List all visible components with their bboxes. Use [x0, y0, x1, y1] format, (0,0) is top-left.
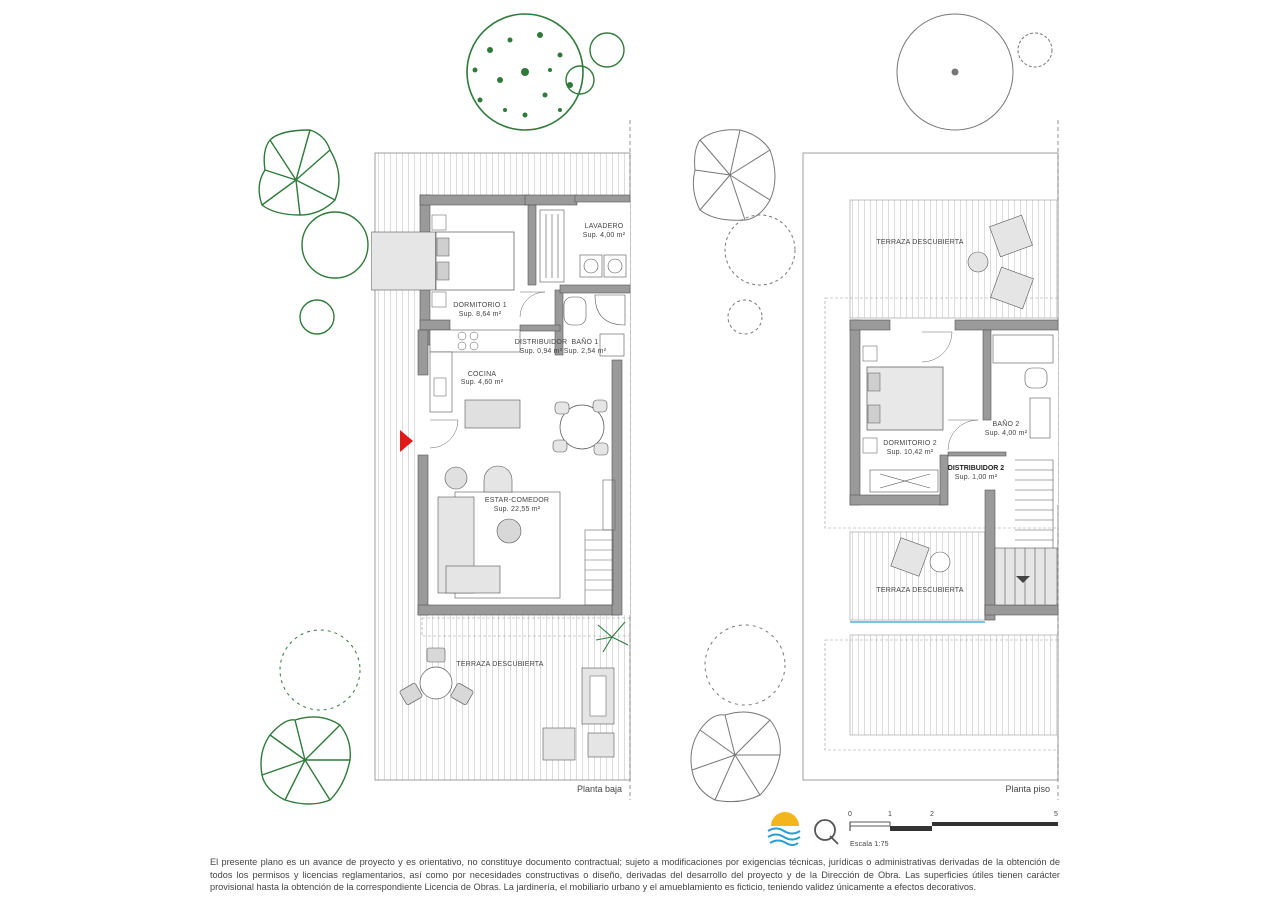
room-area-distribuidor: Sup. 0,94 m² [520, 348, 563, 355]
scale-tick-0: 0 [848, 811, 852, 818]
scale-tick-1: 1 [888, 811, 892, 818]
room-name-estar-comedor: ESTAR-COMEDOR [485, 497, 549, 504]
scale-tick-5: 5 [1054, 811, 1058, 818]
upper-floor-plan [802, 120, 1059, 800]
sun-sea-logo [767, 812, 801, 846]
palm-tree-icon [690, 711, 781, 803]
caption-planta-baja: Planta baja [577, 784, 622, 794]
q-logo [814, 819, 839, 845]
room-name-dormitorio-2: DORMITORIO 2 [883, 440, 937, 447]
upper-floor-walls [849, 319, 1059, 621]
room-area-lavadero: Sup. 4,00 m² [583, 232, 626, 239]
room-area-dormitorio-2: Sup. 10,42 m² [887, 449, 934, 456]
room-name-bano-1: BAÑO 1 [572, 337, 599, 346]
room-area-estar-comedor: Sup. 22,55 m² [494, 506, 541, 513]
terrace-label-ground: TERRAZA DESCUBIERTA [456, 661, 543, 668]
scale-tick-2: 2 [930, 811, 934, 818]
grey-trees-decoration [690, 13, 1053, 803]
palm-tree-icon [258, 129, 340, 216]
green-trees-decoration [258, 13, 629, 805]
room-area-bano-1: Sup. 2,54 m² [564, 348, 607, 355]
ground-floor-walls [417, 194, 631, 616]
palm-tree-icon [260, 716, 351, 805]
palm-tree-icon [692, 129, 776, 221]
ground-floor-plan [371, 120, 631, 800]
terrace-label-upper-bottom: TERRAZA DESCUBIERTA [876, 587, 963, 594]
room-name-distribuidor: DISTRIBUIDOR [515, 339, 568, 346]
room-area-bano-2: Sup. 4,00 m² [985, 430, 1028, 437]
room-name-bano-2: BAÑO 2 [993, 419, 1020, 428]
room-name-cocina: COCINA [468, 371, 497, 378]
palm-tree-icon [595, 621, 629, 653]
caption-planta-piso: Planta piso [1005, 784, 1050, 794]
room-name-lavadero: LAVADERO [585, 223, 624, 230]
ground-floor-labels: DORMITORIO 1 Sup. 8,64 m² LAVADERO Sup. … [453, 223, 626, 794]
room-name-distribuidor-2: DISTRIBUIDOR 2 [948, 465, 1005, 472]
room-area-cocina: Sup. 4,60 m² [461, 379, 504, 386]
disclaimer-text: El presente plano es un avance de proyec… [210, 857, 1060, 892]
upper-floor-labels: DORMITORIO 2 Sup. 10,42 m² BAÑO 2 Sup. 4… [876, 239, 1050, 794]
scale-bar: 0 1 2 5 Escala 1:75 [848, 811, 1058, 848]
scale-label: Escala 1:75 [850, 841, 889, 848]
terrace-label-upper-top: TERRAZA DESCUBIERTA [876, 239, 963, 246]
room-name-dormitorio-1: DORMITORIO 1 [453, 302, 507, 309]
room-area-dormitorio-1: Sup. 8,64 m² [459, 311, 502, 318]
entry-arrow-icon [400, 430, 413, 452]
room-area-distribuidor-2: Sup. 1,00 m² [955, 474, 998, 481]
